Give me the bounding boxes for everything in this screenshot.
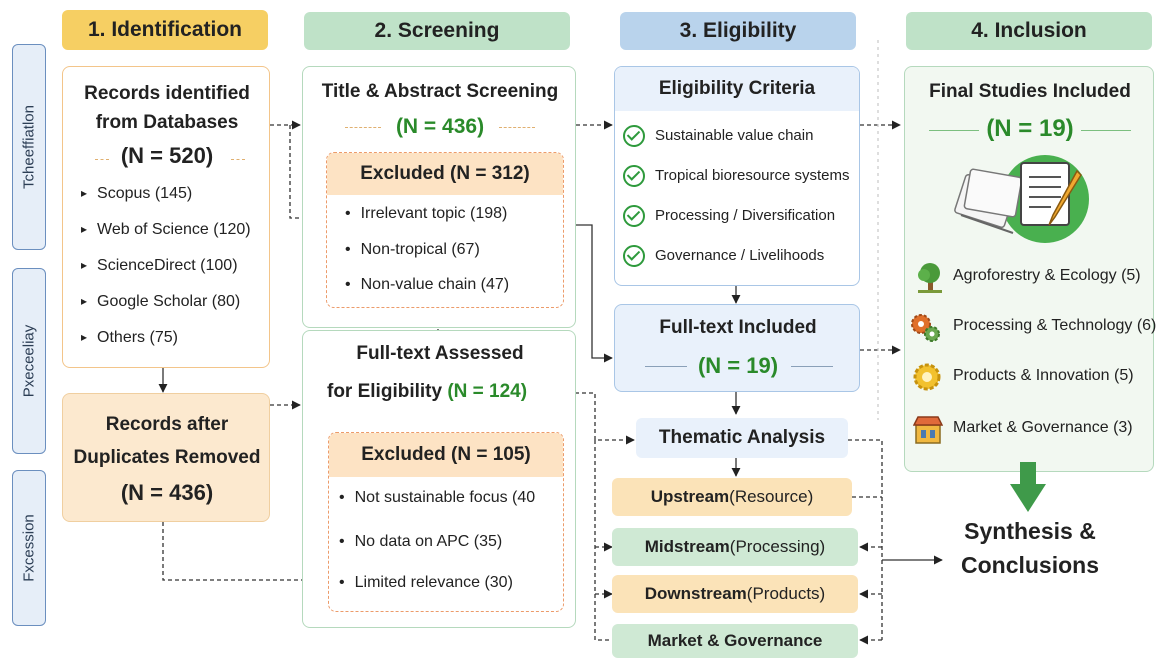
side-label-text: Fxcession xyxy=(20,514,38,582)
theme-item: Processing & Technology (6) xyxy=(909,311,1157,345)
fulltext-included-count: (N = 19) xyxy=(697,353,779,378)
screening-title: Title & Abstract Screening xyxy=(321,81,559,102)
arrow-excluded1-to-included xyxy=(565,224,613,363)
criterion-item: Governance / Livelihoods xyxy=(623,245,824,267)
phase-inclusion-header: 4. Inclusion xyxy=(906,12,1152,50)
theme-label: Processing & Technology (6) xyxy=(953,317,1157,334)
exclusion-reason: Non-value chain (47) xyxy=(345,276,510,294)
exclusion-reason: Non-tropical (67) xyxy=(345,241,480,259)
final-studies-title: Final Studies Included xyxy=(929,81,1131,102)
source-item: Web of Science (120) xyxy=(81,221,251,239)
gears-icon xyxy=(911,314,940,342)
checkmark-icon xyxy=(623,125,645,147)
criterion-item: Sustainable value chain xyxy=(623,125,813,147)
criterion-item: Processing / Diversification xyxy=(623,205,835,227)
source-item: ScienceDirect (100) xyxy=(81,257,238,275)
fulltext-assessed-title: Full-text Assessed xyxy=(356,343,524,364)
phase-eligibility-header: 3. Eligibility xyxy=(620,12,856,50)
excluded-fulltext-box: Excluded (N = 105) Not sustainable focus… xyxy=(328,432,564,612)
eligibility-criteria-box: Eligibility Criteria Sustainable value c… xyxy=(614,66,860,286)
fulltext-included-box: Full-text Included (N = 19) xyxy=(614,304,860,392)
arrow-fulltext-to-thematic xyxy=(568,392,635,445)
side-label-text: Pxeceeliay xyxy=(20,324,38,398)
excluded-screening-title: Excluded (N = 312) xyxy=(327,153,563,195)
side-label-text: Tcheeffiatlon xyxy=(20,105,38,189)
stream-downstream: Downstream (Products) xyxy=(612,575,858,613)
fulltext-included-title: Full-text Included xyxy=(659,317,817,338)
tree-icon xyxy=(918,263,942,293)
duplicates-removed-count: (N = 436) xyxy=(120,480,214,505)
excluded-screening-box: Excluded (N = 312) Irrelevant topic (198… xyxy=(326,152,564,308)
stream-market-governance: Market & Governance xyxy=(612,624,858,658)
fulltext-assessed-subtitle: for Eligibility (N = 124) xyxy=(327,381,528,402)
decor-line xyxy=(929,130,979,131)
excluded-fulltext-title: Excluded (N = 105) xyxy=(329,433,563,477)
arrow-down-icon xyxy=(1010,462,1046,512)
exclusion-reason: Not sustainable focus (40 xyxy=(339,489,536,507)
side-label-identification: Tcheeffiatlon xyxy=(12,44,46,250)
documents-checklist-icon xyxy=(954,155,1089,243)
decor-dash xyxy=(345,127,381,128)
source-item: Others (75) xyxy=(81,329,178,347)
theme-item: Market & Governance (3) xyxy=(913,413,1155,447)
line-fulltext-to-streams xyxy=(594,440,612,641)
criterion-item: Tropical bioresource systems xyxy=(623,165,850,187)
market-stall-icon xyxy=(913,416,943,444)
decor-dash xyxy=(231,159,245,160)
fulltext-assessed-count: (N = 124) xyxy=(447,381,528,402)
side-label-exclusion: Fxcession xyxy=(12,470,46,626)
records-identified-count: (N = 520) xyxy=(120,143,214,168)
checkmark-icon xyxy=(623,165,645,187)
theme-item: Agroforestry & Ecology (5) xyxy=(915,261,1155,295)
decor-line xyxy=(791,366,833,367)
synthesis-conclusions: Synthesis &Conclusions xyxy=(960,518,1099,578)
side-label-screening: Pxeceeliay xyxy=(12,268,46,454)
stream-upstream: Upstream (Resource) xyxy=(612,478,852,516)
theme-label: Products & Innovation (5) xyxy=(953,367,1134,384)
decor-line xyxy=(1081,130,1131,131)
source-item: Scopus (145) xyxy=(81,185,192,203)
decor-dash xyxy=(499,127,535,128)
arrow-duplicates-to-excluded2 xyxy=(162,522,327,585)
arrow-screening-to-excluded1 xyxy=(289,125,327,223)
exclusion-reason: No data on APC (35) xyxy=(339,533,503,551)
theme-label: Market & Governance (3) xyxy=(953,419,1133,436)
final-studies-box: Final Studies Included (N = 19) Agrofore… xyxy=(904,66,1157,472)
theme-item: Products & Innovation (5) xyxy=(911,361,1155,395)
phase-screening-header: 2. Screening xyxy=(304,12,570,50)
exclusion-reason: Irrelevant topic (198) xyxy=(345,205,508,223)
stream-midstream: Midstream (Processing) xyxy=(612,528,858,566)
checkmark-icon xyxy=(623,245,645,267)
exclusion-reason: Limited relevance (30) xyxy=(339,574,513,592)
eligibility-criteria-title: Eligibility Criteria xyxy=(615,67,859,111)
phase-identification-header: 1. Identification xyxy=(62,10,268,50)
decor-dash xyxy=(95,159,109,160)
lightbulb-gear-icon xyxy=(913,363,941,391)
theme-label: Agroforestry & Ecology (5) xyxy=(953,267,1141,284)
screening-count: (N = 436) xyxy=(395,115,485,138)
source-item: Google Scholar (80) xyxy=(81,293,240,311)
checkmark-icon xyxy=(623,205,645,227)
thematic-analysis-box: Thematic Analysis xyxy=(636,418,848,458)
decor-line xyxy=(645,366,687,367)
final-studies-count: (N = 19) xyxy=(986,115,1074,142)
